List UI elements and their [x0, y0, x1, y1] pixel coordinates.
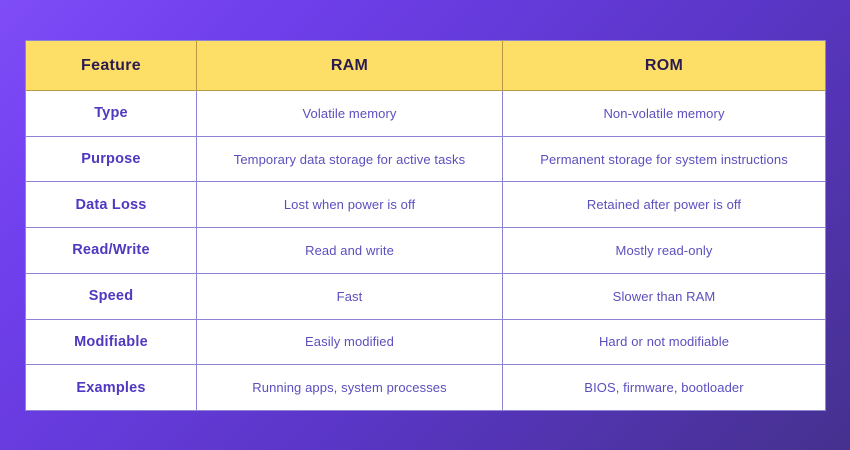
table-row: Purpose Temporary data storage for activ… [25, 135, 826, 183]
table-row: Read/Write Read and write Mostly read-on… [25, 227, 826, 274]
cell-rom-purpose: Permanent storage for system instruction… [502, 135, 826, 183]
table-row: Modifiable Easily modified Hard or not m… [25, 318, 826, 366]
table-row: Data Loss Lost when power is off Retaine… [25, 181, 826, 229]
table-body: Type Volatile memory Non-volatile memory… [25, 90, 826, 411]
cell-ram-type: Volatile memory [196, 90, 503, 137]
column-header-ram: RAM [196, 40, 503, 91]
ram-vs-rom-comparison-table: Feature RAM ROM Type Volatile memory Non… [25, 40, 826, 411]
cell-rom-data-loss: Retained after power is off [502, 181, 826, 229]
cell-ram-speed: Fast [196, 272, 503, 320]
column-header-rom: ROM [502, 40, 826, 91]
row-label-read-write: Read/Write [25, 227, 197, 274]
row-label-speed: Speed [25, 272, 197, 320]
row-label-type: Type [25, 90, 197, 137]
table-header-row: Feature RAM ROM [25, 40, 826, 91]
table-row: Type Volatile memory Non-volatile memory [25, 90, 826, 137]
cell-rom-read-write: Mostly read-only [502, 227, 826, 274]
cell-ram-purpose: Temporary data storage for active tasks [196, 135, 503, 183]
cell-rom-modifiable: Hard or not modifiable [502, 318, 826, 366]
comparison-table-container: Feature RAM ROM Type Volatile memory Non… [25, 40, 826, 411]
row-label-examples: Examples [25, 364, 197, 411]
table-row: Examples Running apps, system processes … [25, 364, 826, 411]
cell-rom-examples: BIOS, firmware, bootloader [502, 364, 826, 411]
cell-ram-modifiable: Easily modified [196, 318, 503, 366]
cell-ram-data-loss: Lost when power is off [196, 181, 503, 229]
table-row: Speed Fast Slower than RAM [25, 272, 826, 320]
cell-rom-type: Non-volatile memory [502, 90, 826, 137]
row-label-purpose: Purpose [25, 135, 197, 183]
cell-ram-read-write: Read and write [196, 227, 503, 274]
column-header-feature: Feature [25, 40, 197, 91]
cell-ram-examples: Running apps, system processes [196, 364, 503, 411]
table-header: Feature RAM ROM [25, 40, 826, 91]
row-label-modifiable: Modifiable [25, 318, 197, 366]
row-label-data-loss: Data Loss [25, 181, 197, 229]
cell-rom-speed: Slower than RAM [502, 272, 826, 320]
